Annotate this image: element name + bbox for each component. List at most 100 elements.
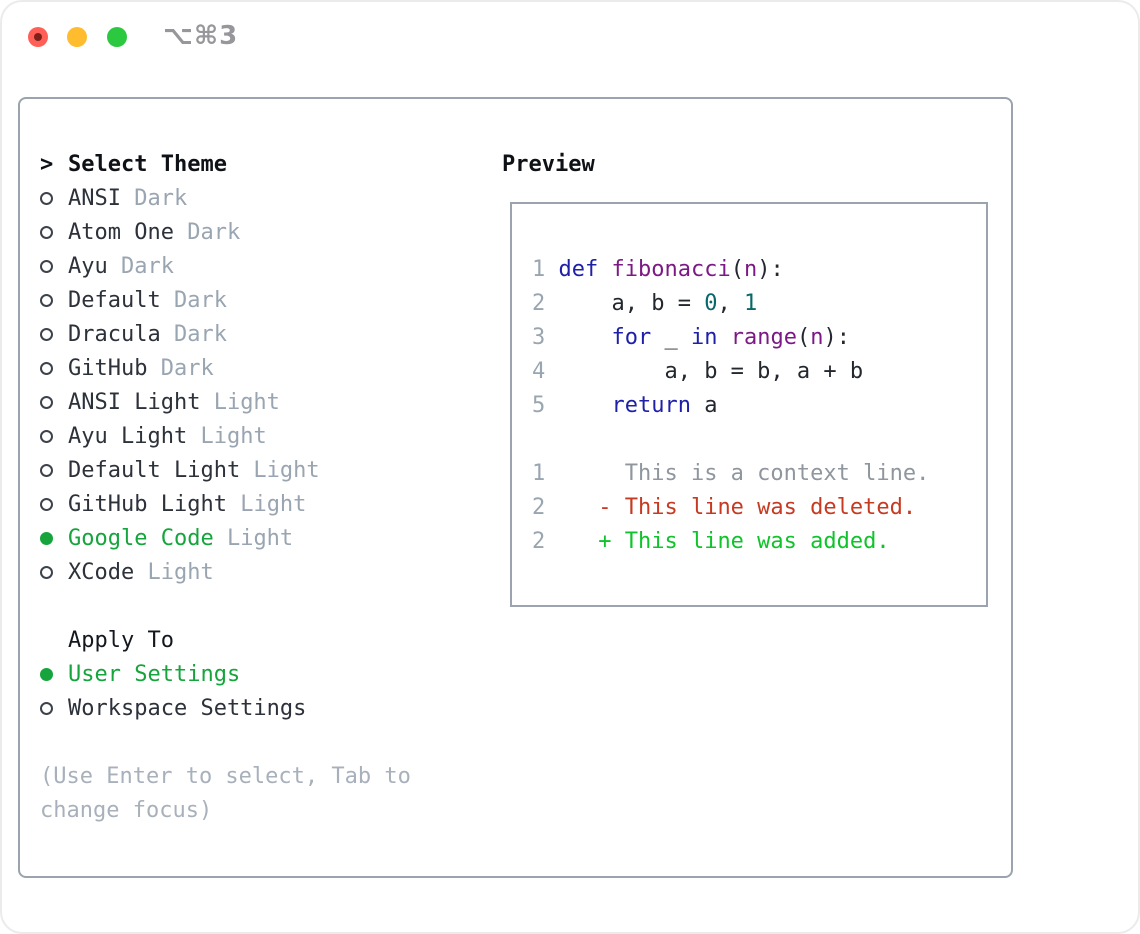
diff-text: - This line was deleted.	[598, 495, 917, 520]
code-line: 3 for _ in range(n):	[532, 321, 986, 355]
help-text-line2: change focus)	[40, 798, 213, 823]
option-variant-tag: Dark	[160, 322, 227, 347]
minimize-button[interactable]	[67, 27, 87, 47]
code-token: fibonacci	[611, 257, 731, 282]
apply-to-header-label: Apply To	[68, 628, 174, 653]
apply-to-option[interactable]: User Settings	[40, 658, 411, 692]
line-number: 2	[532, 529, 599, 554]
radio-icon	[40, 284, 68, 318]
line-number: 4	[532, 359, 559, 384]
radio-icon	[40, 352, 68, 386]
line-number: 2	[532, 291, 559, 316]
radio-icon	[40, 488, 68, 522]
close-button[interactable]	[28, 27, 48, 47]
theme-option[interactable]: Default Dark	[40, 284, 411, 318]
radio-icon	[40, 216, 68, 250]
code-token: (	[730, 257, 744, 282]
option-label: XCode	[68, 560, 135, 585]
theme-option[interactable]: Atom One Dark	[40, 216, 411, 250]
help-text-line1: (Use Enter to select, Tab to	[40, 764, 411, 789]
option-variant-tag: Dark	[120, 186, 188, 211]
code-token	[717, 325, 730, 350]
preview-header: Preview	[502, 148, 595, 182]
option-label: ANSI Light	[68, 390, 201, 415]
spacer	[40, 590, 411, 624]
code-token: ):	[757, 257, 784, 282]
option-label: Atom One	[68, 220, 174, 245]
titlebar: ⌥⌘3	[0, 0, 1140, 72]
option-label: GitHub Light	[68, 492, 227, 517]
theme-option[interactable]: Ayu Dark	[40, 250, 411, 284]
radio-icon	[40, 454, 68, 488]
apply-to-option[interactable]: Workspace Settings	[40, 692, 411, 726]
code-token: (	[796, 325, 811, 350]
code-token: for	[611, 325, 652, 350]
option-label: Dracula	[68, 322, 161, 347]
option-label: ANSI	[68, 186, 121, 211]
option-label: Ayu	[68, 254, 108, 279]
option-variant-tag: Light	[213, 526, 294, 551]
spacer	[40, 726, 411, 760]
option-variant-tag: Light	[200, 390, 280, 415]
option-label: User Settings	[68, 662, 241, 687]
code-token: in	[690, 325, 718, 350]
preview-header-label: Preview	[502, 152, 595, 177]
theme-option[interactable]: GitHub Dark	[40, 352, 411, 386]
code-line: 1 def fibonacci(n):	[532, 253, 986, 287]
option-label: GitHub	[68, 356, 148, 381]
code-token: _	[651, 325, 691, 350]
code-line: 5 return a	[532, 389, 986, 423]
line-number: 1	[532, 257, 559, 282]
theme-option[interactable]: GitHub Light Light	[40, 488, 411, 522]
option-variant-tag: Dark	[147, 356, 214, 381]
theme-option[interactable]: Dracula Dark	[40, 318, 411, 352]
code-token: 1	[743, 291, 758, 316]
option-variant-tag: Light	[134, 560, 214, 585]
theme-option[interactable]: Ayu Light Light	[40, 420, 411, 454]
code-line: 2 a, b = 0, 1	[532, 287, 986, 321]
option-label: Default Light	[68, 458, 241, 483]
radio-icon	[40, 318, 68, 352]
code-token	[598, 257, 611, 282]
code-token: ,	[717, 291, 744, 316]
select-theme-header: >Select Theme	[40, 148, 411, 182]
diff-line-added: 2 + This line was added.	[532, 525, 986, 559]
line-number: 2	[532, 495, 599, 520]
option-variant-tag: Light	[226, 492, 307, 517]
code-line: 4 a, b = b, a + b	[532, 355, 986, 389]
line-number: 1	[532, 461, 599, 486]
option-variant-tag: Dark	[107, 254, 174, 279]
option-label: Default	[68, 288, 161, 313]
code-token	[559, 393, 612, 418]
preview-column: Preview	[502, 148, 595, 182]
option-variant-tag: Dark	[173, 220, 241, 245]
theme-option[interactable]: ANSI Dark	[40, 182, 411, 216]
code-token: ):	[823, 325, 850, 350]
code-token: a	[690, 393, 718, 418]
radio-icon	[40, 386, 68, 420]
maximize-button[interactable]	[107, 27, 127, 47]
code-token	[559, 325, 612, 350]
radio-icon	[40, 556, 68, 590]
diff-text: + This line was added.	[598, 529, 890, 554]
radio-icon	[40, 692, 68, 726]
close-button-dot	[34, 33, 42, 41]
theme-option[interactable]: XCode Light	[40, 556, 411, 590]
option-variant-tag: Light	[187, 424, 267, 449]
code-token: n	[743, 257, 758, 282]
apply-to-header: Apply To	[40, 624, 411, 658]
window-title-shortcut: ⌥⌘3	[163, 21, 239, 51]
theme-option[interactable]: Google Code Light	[40, 522, 411, 556]
blank-line	[532, 423, 986, 457]
code-token: return	[611, 393, 691, 418]
theme-option[interactable]: ANSI Light Light	[40, 386, 411, 420]
radio-icon	[40, 420, 68, 454]
theme-option[interactable]: Default Light Light	[40, 454, 411, 488]
code-token: a, b =	[558, 291, 705, 316]
cursor-marker: >	[40, 152, 54, 177]
